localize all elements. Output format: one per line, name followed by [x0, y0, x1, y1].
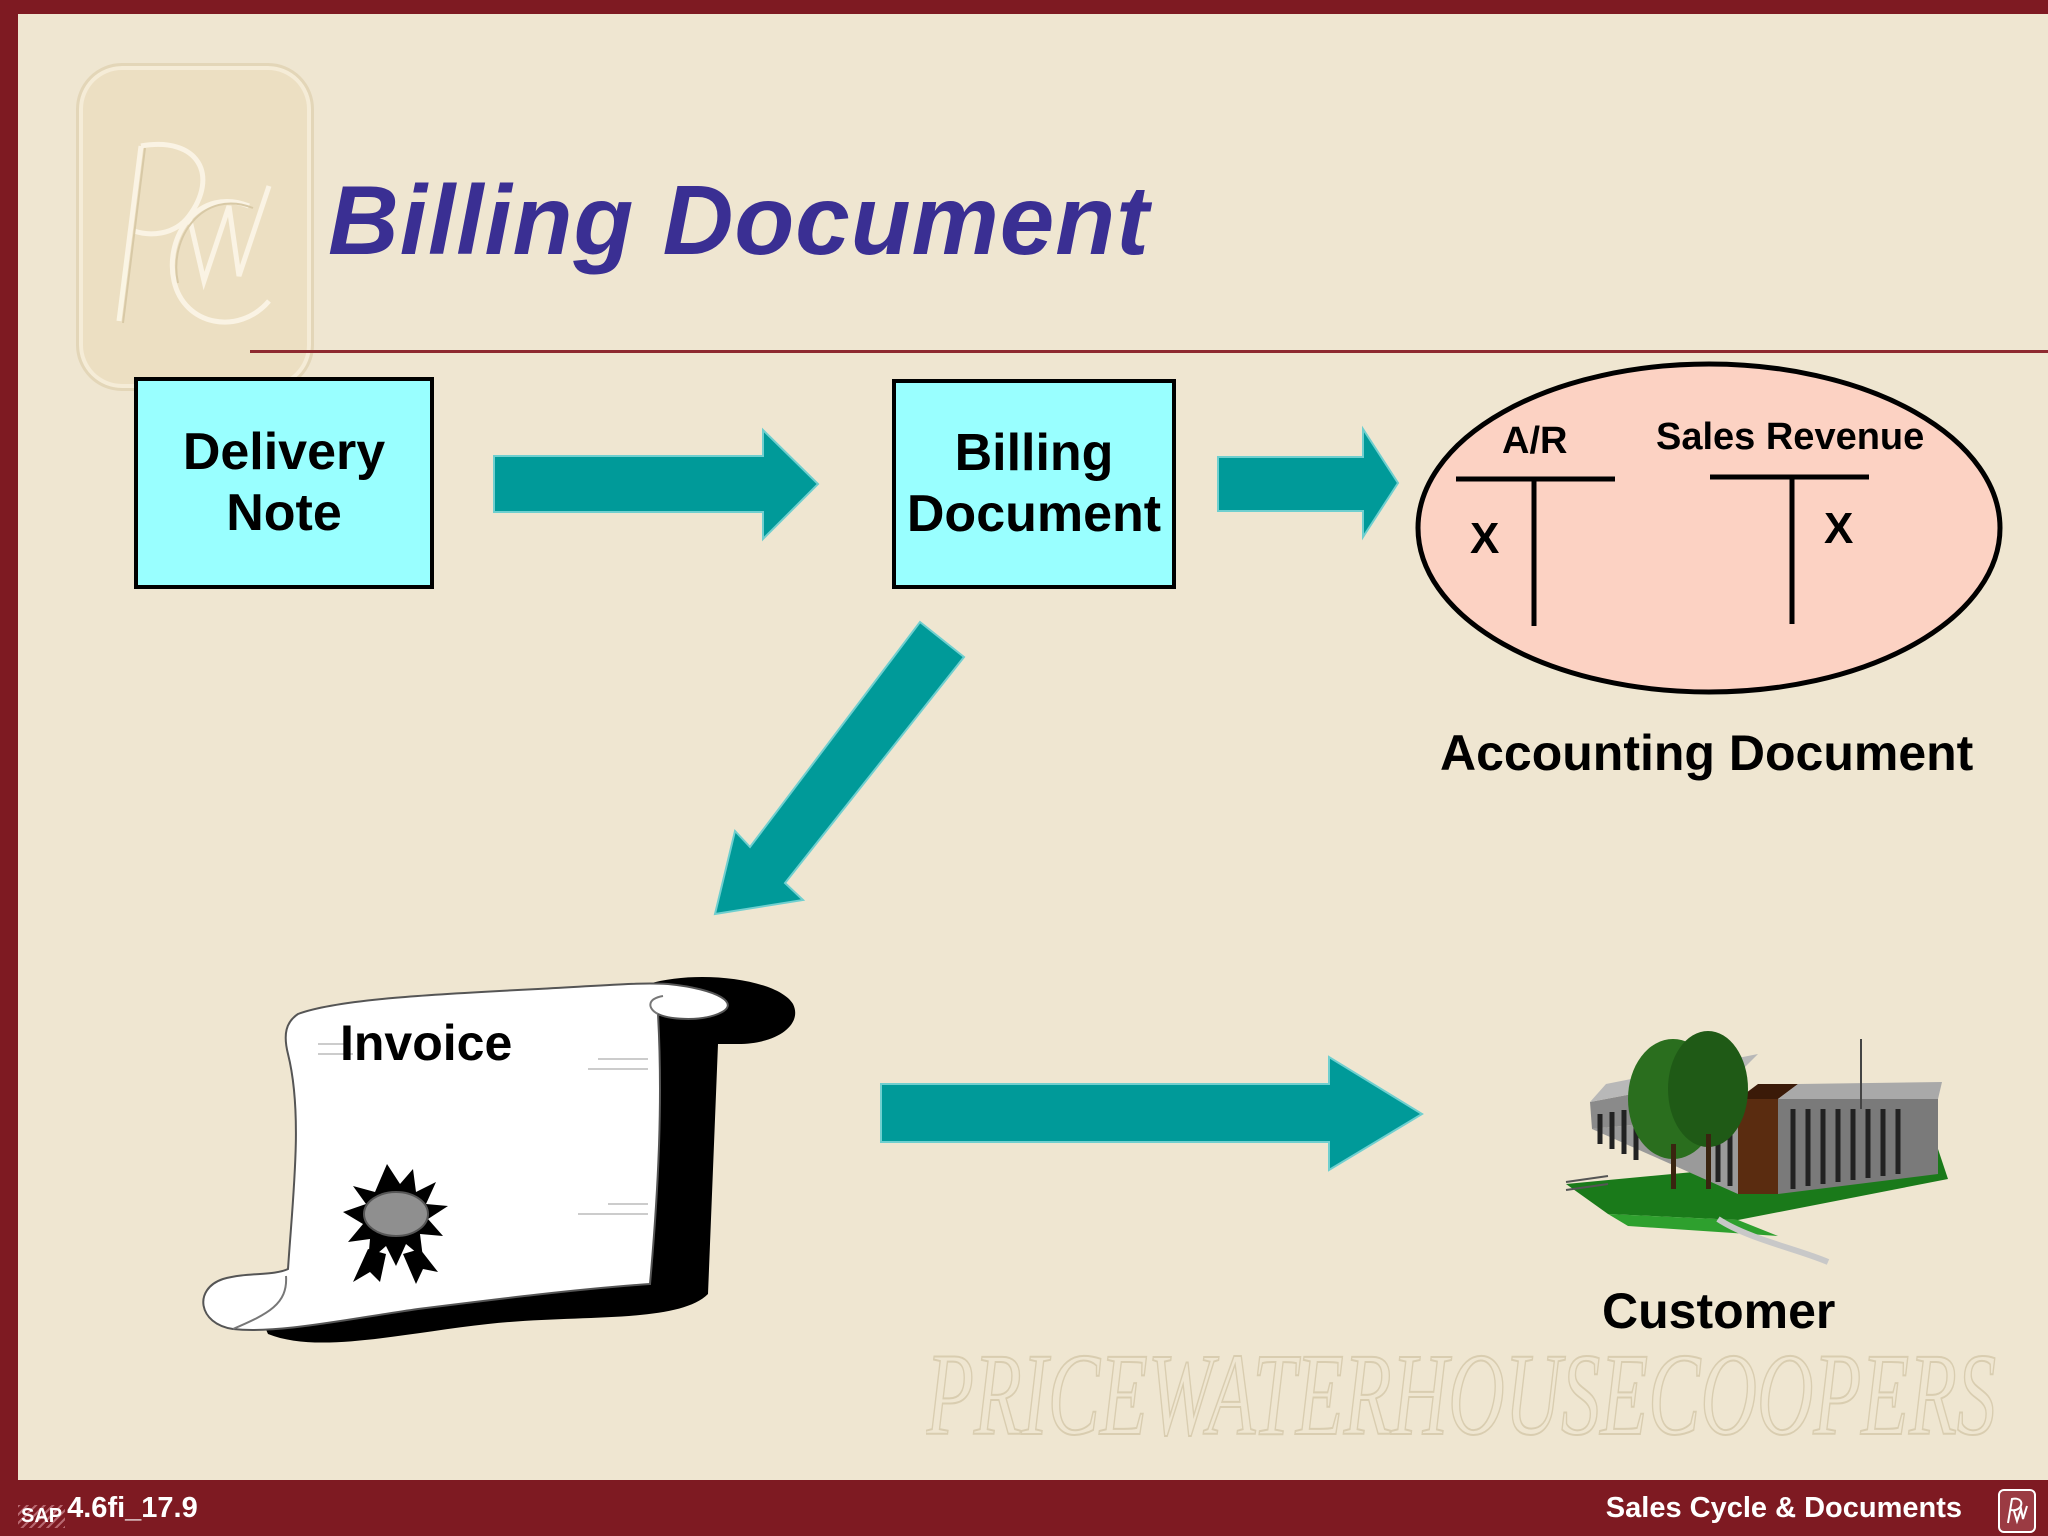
customer-building-icon [1565, 1031, 1948, 1265]
delivery-note-box: Delivery Note [134, 377, 434, 589]
footer-section-title: Sales Cycle & Documents [1605, 1491, 1962, 1524]
arrow-invoice-to-customer [880, 1055, 1424, 1172]
slide-title: Billing Document [328, 165, 1150, 275]
customer-label: Customer [1602, 1283, 1836, 1339]
slide-code: 4.6fi_17.9 [67, 1491, 198, 1524]
arrow-delivery-to-billing [493, 427, 820, 542]
footer-bar: SAP 4.6fi_17.9 Sales Cycle & Documents [0, 1480, 2048, 1536]
sap-logo-icon: SAP [18, 1504, 66, 1528]
slide: Billing Document [18, 14, 2048, 1480]
pwc-logo-badge [76, 63, 314, 391]
delivery-note-label: Delivery Note [182, 423, 386, 542]
flow-diagram [202, 361, 2003, 1343]
invoice-label: Invoice [340, 1015, 513, 1071]
arrow-billing-to-accounting [1217, 425, 1400, 541]
sales-revenue-label: Sales Revenue [1656, 416, 1925, 458]
footer-left: SAP 4.6fi_17.9 [18, 1480, 198, 1536]
accounting-document-ellipse [1415, 361, 2003, 695]
title-divider [250, 350, 2048, 353]
watermark-text: PRICEWATERHOUSECOOPERS [926, 1329, 1996, 1460]
invoice-scroll-icon [202, 976, 796, 1343]
arrow-billing-to-invoice [713, 620, 966, 916]
ar-label: A/R [1502, 420, 1568, 462]
pwc-monogram-icon [116, 142, 272, 325]
revenue-credit-mark: X [1824, 504, 1854, 553]
pricewaterhousecoopers-watermark: PRICEWATERHOUSECOOPERS [926, 1328, 1997, 1461]
billing-document-box: Billing Document [892, 379, 1176, 589]
pwc-footer-logo-icon [1998, 1489, 2036, 1533]
ar-debit-mark: X [1470, 514, 1500, 563]
accounting-document-caption: Accounting Document [1440, 725, 1974, 781]
billing-document-label: Billing Document [906, 424, 1162, 543]
